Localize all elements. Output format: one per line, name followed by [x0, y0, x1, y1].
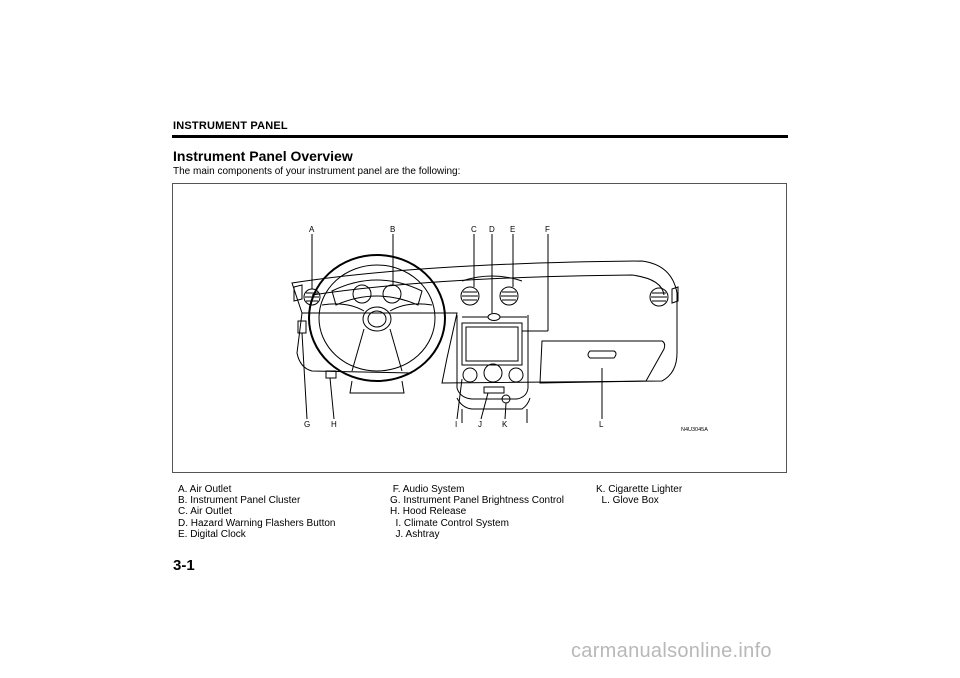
callout-a: A — [309, 225, 315, 234]
section-header: INSTRUMENT PANEL — [173, 120, 288, 132]
air-outlet-e — [499, 286, 519, 306]
page-title: Instrument Panel Overview — [173, 148, 353, 164]
climate-knob-center — [483, 363, 503, 383]
callout-d: D — [489, 225, 495, 234]
callout-c: C — [471, 225, 477, 234]
audio-system — [461, 322, 523, 366]
glove-handle — [587, 350, 617, 359]
callout-j: J — [478, 420, 482, 429]
steering-wheel — [308, 254, 446, 382]
legend-item: K. Cigarette Lighter — [596, 484, 683, 495]
legend-item: E. Digital Clock — [178, 528, 246, 540]
legend-item: A. Air Outlet — [178, 484, 232, 495]
figure-frame — [172, 183, 787, 473]
hazard-button — [487, 313, 501, 321]
air-outlet-right — [649, 287, 669, 307]
callout-b: B — [390, 225, 395, 234]
cluster — [331, 279, 423, 306]
callout-e: E — [510, 225, 515, 234]
legend-column-2: F. Audio System G. Instrument Panel Brig… — [390, 484, 564, 540]
instrument-panel-illustration: A B C D E F G H I J K L N4U3045A — [291, 225, 708, 433]
callout-i: I — [455, 420, 457, 429]
legend-item: F. Audio System — [390, 484, 465, 495]
intro-text: The main components of your instrument p… — [173, 166, 461, 177]
watermark-link[interactable]: carmanualsonline.info — [571, 640, 772, 662]
callout-l: L — [599, 420, 604, 429]
legend-column-3: K. Cigarette Lighter L. Glove Box — [596, 484, 682, 506]
steering-hub — [362, 306, 392, 332]
legend-item: I. Climate Control System — [390, 517, 509, 529]
legend-item: G. Instrument Panel Brightness Control — [390, 495, 564, 507]
legend-item: J. Ashtray — [390, 528, 440, 540]
climate-knob-left — [462, 367, 478, 383]
legend-item: L. Glove Box — [596, 495, 659, 507]
ashtray — [483, 386, 505, 394]
legend-item: D. Hazard Warning Flashers Button — [178, 517, 336, 529]
legend-column-1: A. Air Outlet B. Instrument Panel Cluste… — [178, 484, 335, 540]
legend-item: C. Air Outlet — [178, 506, 232, 518]
callout-f: F — [545, 225, 550, 234]
legend-item: H. Hood Release — [390, 506, 467, 518]
air-outlet-c — [460, 286, 480, 306]
climate-knob-right — [508, 367, 524, 383]
callout-h: H — [331, 420, 337, 429]
glove-box — [539, 340, 666, 384]
callout-g: G — [304, 420, 310, 429]
image-code: N4U3045A — [681, 427, 708, 433]
legend-item: B. Instrument Panel Cluster — [178, 495, 301, 507]
page-number: 3-1 — [173, 557, 195, 574]
header-rule — [172, 135, 788, 138]
callout-k: K — [502, 420, 508, 429]
dashboard-outline — [291, 260, 678, 384]
